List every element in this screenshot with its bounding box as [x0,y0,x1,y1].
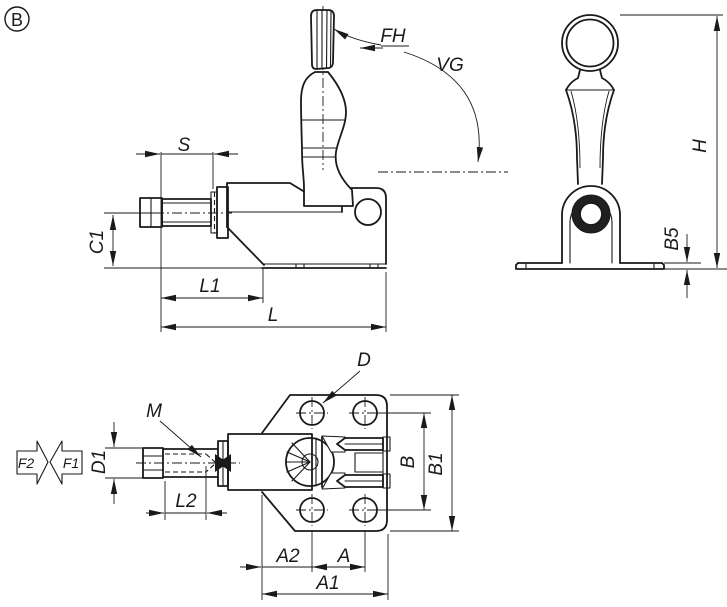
l1-label: L1 [199,276,220,297]
a2-label: A2 [275,546,300,567]
spindle-collar-side [210,186,229,239]
fh-leader-arrow [333,28,382,46]
grip-knob-top [285,436,335,488]
f1-label: F1 [63,455,79,471]
handle-ring-front [561,14,619,72]
m-label: M [146,401,162,422]
dim-b1: B1 [390,394,459,532]
view-label: B [11,10,23,30]
mounting-holes [296,397,381,526]
dim-d: D [322,350,371,404]
vg-arc-arrow [403,51,484,163]
mounting-plate [261,394,388,532]
l-label: L [268,305,279,326]
clevis-prongs-top [321,435,391,490]
clamp-body-side [226,182,387,269]
hex-nut-side [139,197,163,228]
dim-vg: VG [378,51,508,173]
s-label: S [178,135,191,156]
spindle-rod-side [161,198,212,227]
front-view: B5 H [515,14,727,298]
thrust-pad-mark [218,454,231,472]
f2-label: F2 [18,455,35,471]
thread-end-hidden [205,453,217,473]
a1-label: A1 [315,573,339,594]
dim-b5: B5 [662,227,727,298]
dim-s: S [136,135,238,332]
side-view: FH VG S C1 L1 [87,6,508,332]
vg-label: VG [436,55,463,76]
dim-l1: L1 [161,268,264,303]
pivot-hole [354,198,382,226]
dim-m: M [146,401,202,458]
top-view: F2 F1 D1 M L2 D [16,350,459,600]
handle-body-front [565,69,615,185]
dim-c1: C1 [87,215,117,266]
d-label: D [357,350,371,371]
f1-arrow-icon [49,440,83,485]
mounting-flange-front [515,262,665,270]
dim-fh: FH [333,26,409,52]
handle-grip-side [310,9,335,70]
f2-arrow-icon [16,440,49,485]
dim-h: H [620,14,723,268]
b5-label: B5 [662,227,683,251]
clevis-front [561,185,621,264]
dim-b: B [378,412,431,511]
force-arrows: F2 F1 [16,440,83,485]
c1-label: C1 [87,230,108,254]
fh-label: FH [380,26,406,47]
b-label: B [398,455,419,468]
b1-label: B1 [426,452,447,475]
dim-l2: L2 [146,466,227,520]
h-label: H [690,139,711,153]
dim-d1: D1 [89,422,160,504]
dim-l: L [161,272,387,332]
dim-a-group: A2 A A1 [240,495,389,600]
pivot-bore [579,202,603,226]
view-label-badge: B [4,6,30,32]
a-label: A [337,546,351,567]
d1-label: D1 [89,450,110,474]
l2-label: L2 [175,491,197,512]
